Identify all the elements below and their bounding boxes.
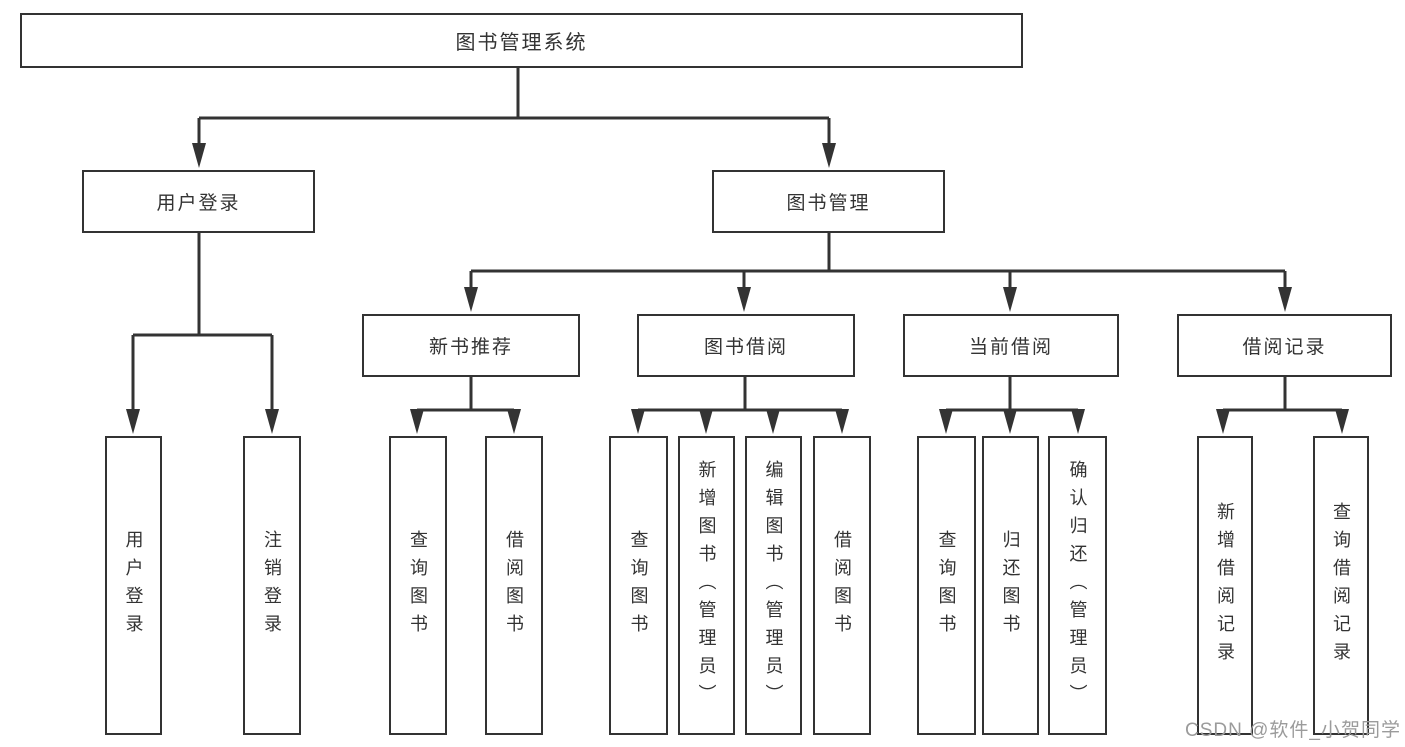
connector-book-management <box>464 233 1292 312</box>
leaf-query-books-borrow: 查询图书 <box>609 436 668 735</box>
leaf-borrow-books: 借阅图书 <box>813 436 871 735</box>
node-label: 编辑图书（管理员） <box>763 459 784 712</box>
leaf-logout: 注销登录 <box>243 436 301 735</box>
arrow-down-icon <box>192 143 206 168</box>
arrow-down-icon <box>1003 287 1017 312</box>
arrow-down-icon <box>1278 287 1292 312</box>
arrow-down-icon <box>464 287 478 312</box>
leaf-query-books-recommend: 查询图书 <box>389 436 447 735</box>
leaf-query-books-current: 查询图书 <box>917 436 976 735</box>
node-label: 借阅图书 <box>832 529 852 642</box>
arrow-down-icon <box>939 409 953 434</box>
node-label: 查询借阅记录 <box>1331 501 1351 670</box>
leaf-edit-books-admin: 编辑图书（管理员） <box>745 436 802 735</box>
arrow-down-icon <box>766 409 780 434</box>
node-label: 注销登录 <box>262 529 282 642</box>
arrow-down-icon <box>737 287 751 312</box>
leaf-return-books: 归还图书 <box>982 436 1039 735</box>
arrow-down-icon <box>835 409 849 434</box>
connector-current-borrow <box>939 377 1085 434</box>
node-label: 查询图书 <box>408 529 428 642</box>
arrow-down-icon <box>265 409 279 434</box>
node-book-management: 图书管理 <box>712 170 945 233</box>
leaf-add-borrow-record: 新增借阅记录 <box>1197 436 1253 735</box>
connector-root <box>192 68 836 168</box>
node-label: 图书管理系统 <box>455 32 588 54</box>
node-new-book-recommend: 新书推荐 <box>362 314 580 377</box>
leaf-borrow-books-recommend: 借阅图书 <box>485 436 543 735</box>
connector-new-book-recommend <box>410 377 521 434</box>
watermark: CSDN @软件_小贺同学 <box>1185 720 1401 741</box>
node-label: 用户登录 <box>156 193 241 214</box>
leaf-confirm-return-admin: 确认归还（管理员） <box>1048 436 1107 735</box>
node-label: 归还图书 <box>1000 529 1021 642</box>
arrow-down-icon <box>507 409 521 434</box>
node-label: 查询图书 <box>628 529 649 642</box>
leaf-add-books-admin: 新增图书（管理员） <box>678 436 735 735</box>
connector-user-login <box>126 233 279 434</box>
arrow-down-icon <box>699 409 713 434</box>
node-label: 图书管理 <box>786 193 871 214</box>
arrow-down-icon <box>822 143 836 168</box>
arrow-down-icon <box>1003 409 1017 434</box>
connector-book-borrow <box>631 377 849 434</box>
arrow-down-icon <box>631 409 645 434</box>
node-borrow-records: 借阅记录 <box>1177 314 1392 377</box>
connector-borrow-records <box>1216 377 1349 434</box>
node-label: 借阅记录 <box>1242 337 1327 358</box>
arrow-down-icon <box>126 409 140 434</box>
node-user-login: 用户登录 <box>82 170 315 233</box>
node-label: 用户登录 <box>123 529 144 642</box>
node-label: 借阅图书 <box>504 529 524 642</box>
node-current-borrow: 当前借阅 <box>903 314 1119 377</box>
node-label: 确认归还（管理员） <box>1067 459 1088 712</box>
arrow-down-icon <box>410 409 424 434</box>
node-label: 图书借阅 <box>703 337 788 358</box>
node-label: 当前借阅 <box>968 337 1053 358</box>
arrow-down-icon <box>1071 409 1085 434</box>
arrow-down-icon <box>1335 409 1349 434</box>
leaf-query-borrow-record: 查询借阅记录 <box>1313 436 1369 735</box>
node-label: 新增借阅记录 <box>1215 501 1235 670</box>
node-label: 新书推荐 <box>428 337 513 358</box>
node-label: 新增图书（管理员） <box>696 459 717 712</box>
leaf-user-login: 用户登录 <box>105 436 162 735</box>
node-label: 查询图书 <box>936 529 957 642</box>
arrow-down-icon <box>1216 409 1230 434</box>
node-book-borrow: 图书借阅 <box>637 314 855 377</box>
node-system: 图书管理系统 <box>20 13 1023 68</box>
